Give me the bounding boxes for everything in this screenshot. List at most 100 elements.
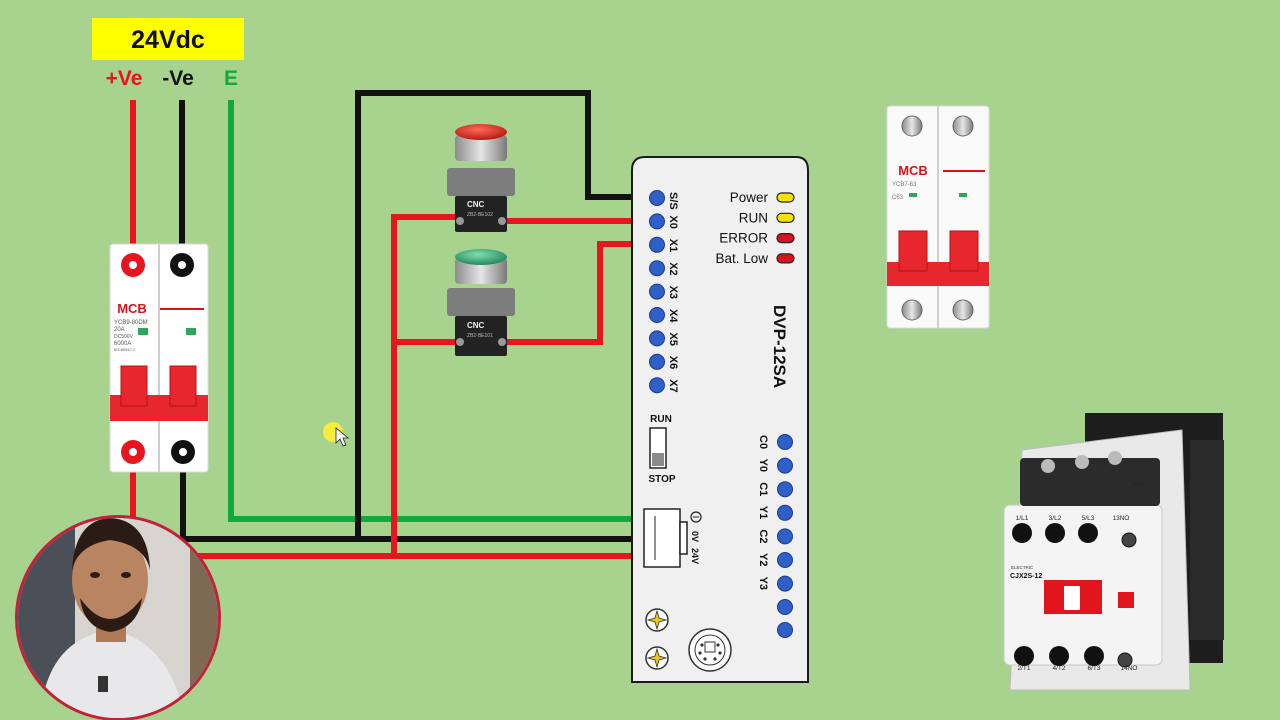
plc-input-label: X2 <box>667 262 679 275</box>
mcb-left-toggle-2[interactable] <box>169 365 197 407</box>
plc-input-x0[interactable] <box>649 213 665 230</box>
plc-output-y0[interactable] <box>777 457 793 474</box>
plc-output-label: Y1 <box>757 506 769 519</box>
plc-input-x5[interactable] <box>649 330 665 347</box>
contactor-top-label: 1/L1 <box>1016 515 1029 522</box>
plc-output-spare-1[interactable] <box>777 599 793 615</box>
contactor-top-label: 3/L2 <box>1049 515 1062 522</box>
earth-symbol-icon <box>690 511 702 523</box>
indicator-led-power <box>776 192 795 203</box>
run-stop-switch-knob[interactable] <box>652 453 664 466</box>
plc-input-x1[interactable] <box>649 236 665 253</box>
indicator-label: RUN <box>739 210 768 225</box>
mcb-right-toggle-2[interactable] <box>949 230 979 272</box>
mcb-left-toggle-1[interactable] <box>120 365 148 407</box>
mcb-left-model: YCB9-80DM <box>114 320 148 326</box>
contactor-terminal-bottom-2[interactable] <box>1049 646 1069 666</box>
earth-terminal-label: E <box>224 67 238 90</box>
mcb-left-voltage: DC500V <box>114 334 134 340</box>
cursor-icon <box>323 422 350 447</box>
plc-output-label: C1 <box>757 482 769 496</box>
mcb-left-brand: MCB <box>117 301 147 316</box>
plc-input-label: S/S <box>667 192 679 210</box>
plc-input-label: X3 <box>667 286 679 299</box>
plc-power-connector[interactable] <box>643 508 681 568</box>
plc-input-x3[interactable] <box>649 283 665 300</box>
supply-title-box <box>92 18 244 60</box>
indicator-label: ERROR <box>719 231 768 246</box>
contactor-model: CJX2S-12 <box>1010 573 1042 580</box>
plc-output-y3[interactable] <box>777 575 793 592</box>
plc-output-spare-2[interactable] <box>777 622 793 638</box>
supply-title: 24Vdc <box>131 26 205 54</box>
red-button-terminal-2[interactable] <box>498 217 506 225</box>
plc-output-y1[interactable] <box>777 504 793 521</box>
plc-input-x7[interactable] <box>649 377 665 394</box>
mcb-right[interactable]: MCB YCB7-63 C63 <box>886 105 990 329</box>
contactor-bottom-label: 2/T1 <box>1017 665 1030 672</box>
mcb-right-screw-bottom-1[interactable] <box>901 299 923 321</box>
indicator-led-run <box>776 212 795 223</box>
plc-input-label: X5 <box>667 332 679 345</box>
mcb-right-screw-top-1[interactable] <box>901 115 923 137</box>
plc-output-c0[interactable] <box>777 434 793 450</box>
plc-input-label: X7 <box>667 379 679 392</box>
pushbutton-red[interactable]: CNC ZB2-BE102 <box>447 124 515 232</box>
mcb-right-screw-bottom-2[interactable] <box>952 299 974 321</box>
green-button-cap[interactable] <box>455 249 507 265</box>
contactor-indicator <box>1118 592 1134 608</box>
plc-input-label: X0 <box>667 215 679 228</box>
green-button-terminal-2[interactable] <box>498 338 506 346</box>
stop-switch-label: STOP <box>648 474 675 485</box>
power-0v-label: 0V <box>690 531 700 542</box>
contactor-terminal-top-3[interactable] <box>1078 523 1098 543</box>
indicator-led-batlow <box>776 253 795 264</box>
plc-output-label: Y2 <box>757 553 769 566</box>
contactor-terminal-top-2[interactable] <box>1045 523 1065 543</box>
power-24v-label: 24V <box>690 548 700 564</box>
plc-input-x6[interactable] <box>649 353 665 370</box>
indicator-label: Bat. Low <box>715 251 768 266</box>
red-button-cap[interactable] <box>455 124 507 140</box>
plc-input-ss[interactable] <box>649 190 665 206</box>
wire-minus-plc <box>180 452 652 542</box>
contactor-top-label: 5/L3 <box>1082 515 1095 522</box>
red-button-terminal-1[interactable] <box>456 217 464 225</box>
plc-output-c2[interactable] <box>777 528 793 545</box>
plc-input-x2[interactable] <box>649 260 665 277</box>
contactor-terminal-bottom-3[interactable] <box>1084 646 1104 666</box>
contactor-aux-label: 21NC <box>1133 482 1146 488</box>
plc-input-label: X4 <box>667 309 679 323</box>
contactor-terminal-aux-top[interactable] <box>1121 532 1137 548</box>
contactor-terminal-top-1[interactable] <box>1012 523 1032 543</box>
plc-output-label: Y0 <box>757 459 769 472</box>
contactor-terminal-aux-bottom[interactable] <box>1117 652 1133 668</box>
mcb-left-breaking: 6000A <box>114 341 131 347</box>
mcb-left[interactable]: MCB YCB9-80DM 20A DC500V 6000A IEC60947-… <box>109 243 209 473</box>
contactor-terminal-bottom-1[interactable] <box>1014 646 1034 666</box>
green-button-brand: CNC <box>467 321 485 330</box>
avatar-face <box>72 532 148 628</box>
indicator-label: Power <box>730 190 769 205</box>
contactor-maker: ELECTRIC <box>1011 565 1034 570</box>
green-button-terminal-1[interactable] <box>456 338 464 346</box>
mcb-right-screw-top-2[interactable] <box>952 115 974 137</box>
mcb-left-indicator <box>138 328 148 335</box>
plc-input-x4[interactable] <box>649 307 665 323</box>
mcb-right-toggle-1[interactable] <box>898 230 928 272</box>
pushbutton-green[interactable]: CNC ZB2-BE101 <box>447 249 515 356</box>
contactor-bottom-label: 4/T2 <box>1052 665 1065 672</box>
plc-output-c1[interactable] <box>777 481 793 498</box>
plc-output-label: C2 <box>757 529 769 543</box>
plc-output-label: Y3 <box>757 577 769 590</box>
wire-x1 <box>507 241 656 345</box>
plc-output-y2[interactable] <box>777 552 793 568</box>
plc-model: DVP-12SA <box>770 305 789 388</box>
